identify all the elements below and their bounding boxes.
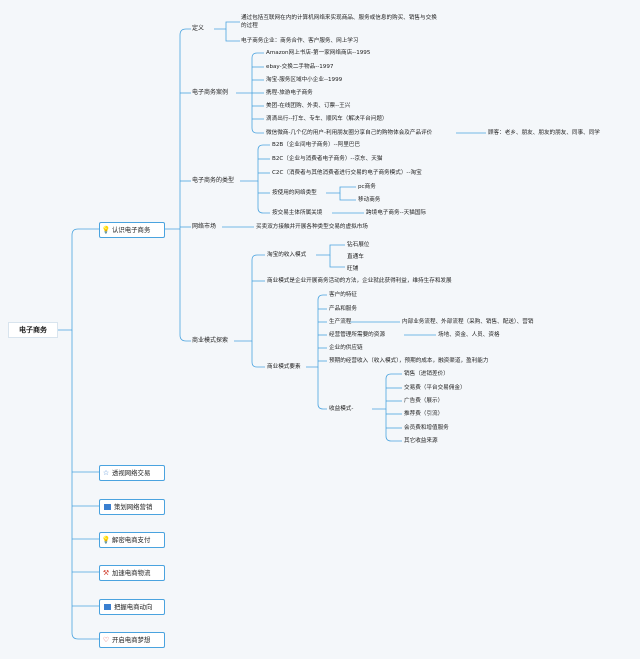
root-node[interactable]: 电子商务 <box>8 322 58 338</box>
revenue-item[interactable]: 推荐费（引流） <box>404 411 444 417</box>
revenue-item[interactable]: 广告费（展示） <box>404 398 444 404</box>
branch-network-trade[interactable]: ☆透视网络交易 <box>99 465 165 481</box>
definition-text-cont[interactable]: 的过程 <box>241 23 258 29</box>
income-item[interactable]: 直通车 <box>347 254 364 260</box>
revenue-model[interactable]: 收益模式- <box>329 406 354 412</box>
case-item[interactable]: ebay-交换二手物品--1997 <box>266 64 334 70</box>
branch-payment[interactable]: 💡解密电商支付 <box>99 532 165 548</box>
process-detail[interactable]: 内部业务流程、外部流程（采购、销售、配送）、营销 <box>402 319 534 325</box>
branch-logistics[interactable]: ⚒加速电商物流 <box>99 565 165 581</box>
income-item[interactable]: 旺铺 <box>347 266 359 272</box>
type-by-region[interactable]: 按交易主体所属关境 <box>272 210 323 216</box>
case-item[interactable]: 携程-旅游电子商务 <box>266 90 313 96</box>
market-label[interactable]: 网络市场 <box>192 223 217 230</box>
customers-text[interactable]: 顾客：老乡、朋友、朋友的朋友、同事、同学 <box>488 130 600 136</box>
type-cross-border[interactable]: 跨境电子商务--天猫国际 <box>366 210 426 216</box>
branch-trends[interactable]: 把握电商动向 <box>99 599 165 615</box>
model-definition[interactable]: 商业模式是企业开展商务活动的方法，企业就此获得利益，维持生存和发展 <box>267 278 452 284</box>
case-item[interactable]: 美团-在线团购、外卖、订票--王兴 <box>266 103 351 109</box>
type-by-network[interactable]: 按使用的网络类型 <box>272 190 317 196</box>
revenue-item[interactable]: 会员费和增值服务 <box>404 425 449 431</box>
type-b2c[interactable]: B2C（企业与消费者电子商务）--京东、天猫 <box>272 156 383 162</box>
tools-icon: ⚒ <box>102 569 110 577</box>
market-text[interactable]: 买卖双方接触并开展各种类型交易的虚拟市场 <box>256 224 368 230</box>
revenue-item[interactable]: 销售（进销差价） <box>404 371 449 377</box>
model-label[interactable]: 商业模式探索 <box>192 337 229 344</box>
star-icon: ☆ <box>102 469 110 477</box>
case-item[interactable]: 微信微商-几个亿的用户-利用朋友圈分享自己的购物体会及产品评价 <box>266 130 433 136</box>
resource-detail[interactable]: 场地、资金、人员、资格 <box>438 332 500 338</box>
type-c2c[interactable]: C2C（消费者与其他消费者进行交易的电子商务模式）--淘宝 <box>272 170 422 176</box>
taobao-income[interactable]: 淘宝的收入模式 <box>267 252 307 258</box>
income-item[interactable]: 钻石展位 <box>347 242 370 248</box>
case-item[interactable]: 淘宝-服务区域中小企业--1999 <box>266 77 343 83</box>
element-item[interactable]: 生产流程 <box>329 319 352 325</box>
type-mobile[interactable]: 移动商务 <box>358 197 381 203</box>
lightbulb-icon: 💡 <box>101 226 111 234</box>
case-item[interactable]: 滴滴出行--打车、专车、顺风车（解决平台问题） <box>266 116 388 122</box>
lightbulb-icon: 💡 <box>101 536 111 544</box>
model-elements[interactable]: 商业模式要素 <box>267 364 301 370</box>
element-item[interactable]: 经营管理所需要的资源 <box>329 332 385 338</box>
element-item[interactable]: 预期的经营收入（收入模式），预期的成本，融资渠道，盈利能力 <box>329 358 489 364</box>
flag-icon <box>104 604 111 610</box>
type-b2b[interactable]: B2B（企业间电子商务）--阿里巴巴 <box>272 142 360 148</box>
revenue-item[interactable]: 其它收益来源 <box>404 438 438 444</box>
definition-text[interactable]: 通过包括互联网在内的计算机网络来实现商品、服务或信息的购买、销售与交换 <box>241 15 437 21</box>
flag-icon <box>104 504 111 510</box>
element-item[interactable]: 企业的供应链 <box>329 345 363 351</box>
element-item[interactable]: 产品和服务 <box>329 306 357 312</box>
types-label[interactable]: 电子商务的类型 <box>192 177 235 184</box>
type-pc[interactable]: pc商务 <box>358 184 376 190</box>
branch-know-ecommerce[interactable]: 💡认识电子商务 <box>99 222 165 238</box>
heart-icon: ♡ <box>102 636 110 644</box>
branch-network-marketing[interactable]: 策划网络营销 <box>99 499 165 515</box>
ecommerce-company[interactable]: 电子商务企业：商务合作、客户服务、网上学习 <box>241 38 359 44</box>
revenue-item[interactable]: 交易费（平台交易佣金） <box>404 385 466 391</box>
element-item[interactable]: 客户的特征 <box>329 292 357 298</box>
branch-dream[interactable]: ♡开启电商梦想 <box>99 632 165 648</box>
case-item[interactable]: Amazon网上书店-第一家网络商店--1995 <box>266 50 371 56</box>
cases-label[interactable]: 电子商务案例 <box>192 89 229 96</box>
definition-label[interactable]: 定义 <box>192 25 205 32</box>
